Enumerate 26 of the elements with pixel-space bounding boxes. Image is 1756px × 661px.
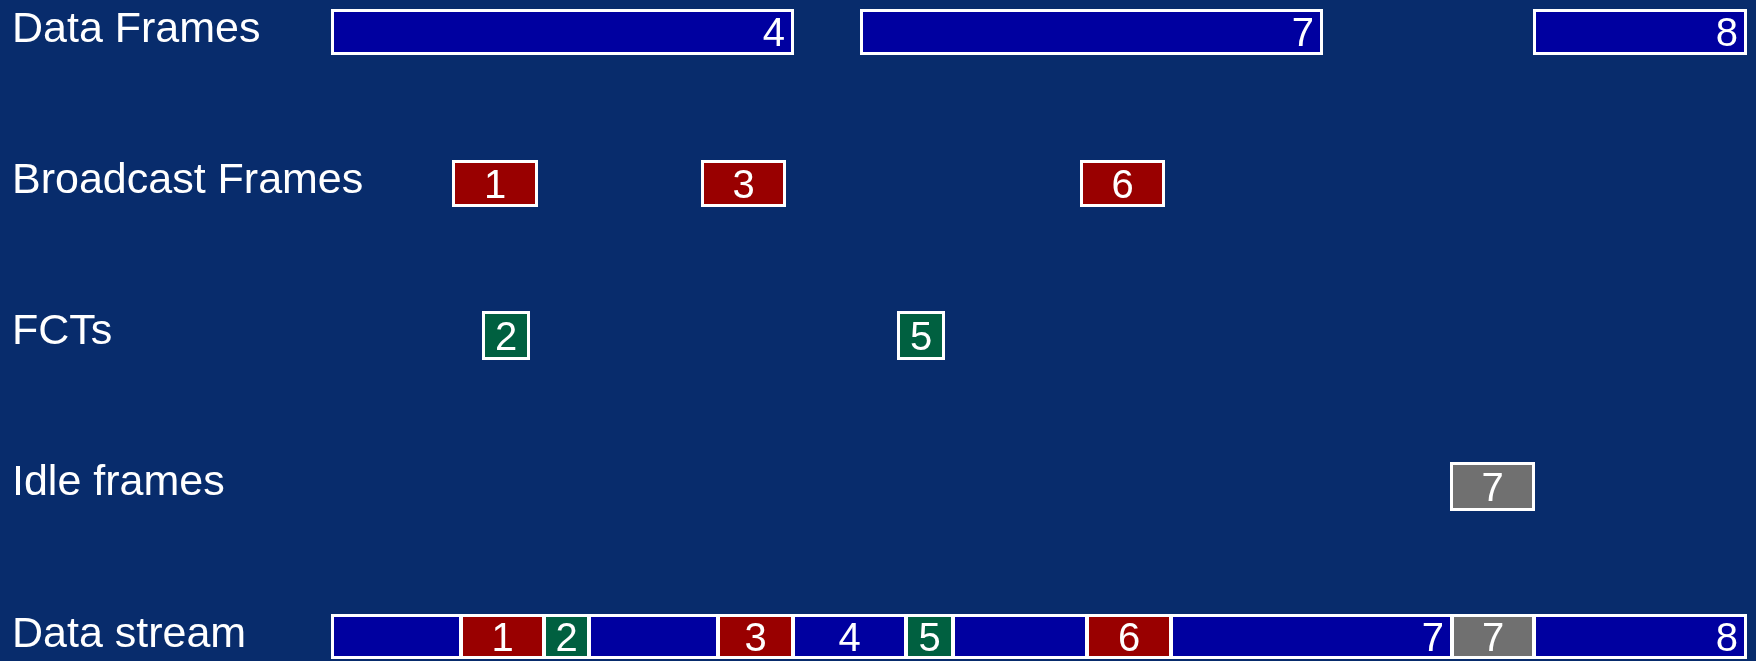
frame-block: 3 [701,160,786,207]
frame-block: 5 [905,614,954,659]
frame-block: 8 [1533,9,1747,55]
frame-block: 1 [452,160,538,207]
row-label: Idle frames [12,458,225,502]
frame-block: 7 [1451,614,1535,659]
row-label: Data Frames [12,5,261,49]
frame-block: 7 [860,9,1323,55]
row-label: FCTs [12,307,113,351]
row-label: Broadcast Frames [12,156,364,200]
frame-block: 7 [1450,462,1535,511]
frame-bar [952,614,1088,659]
frame-block: 2 [543,614,590,659]
frame-block: 4 [792,614,907,659]
row-label: Data stream [12,610,247,654]
frame-bar [588,614,719,659]
frame-block: 6 [1086,614,1172,659]
frame-block: 2 [482,311,530,360]
frame-block: 1 [460,614,545,659]
frame-block: 7 [1170,614,1453,659]
frame-block: 6 [1080,160,1165,207]
frame-block: 5 [897,311,945,360]
frame-block: 8 [1533,614,1747,659]
frame-block: 4 [331,9,794,55]
frame-bar [331,614,462,659]
frame-block: 3 [717,614,794,659]
